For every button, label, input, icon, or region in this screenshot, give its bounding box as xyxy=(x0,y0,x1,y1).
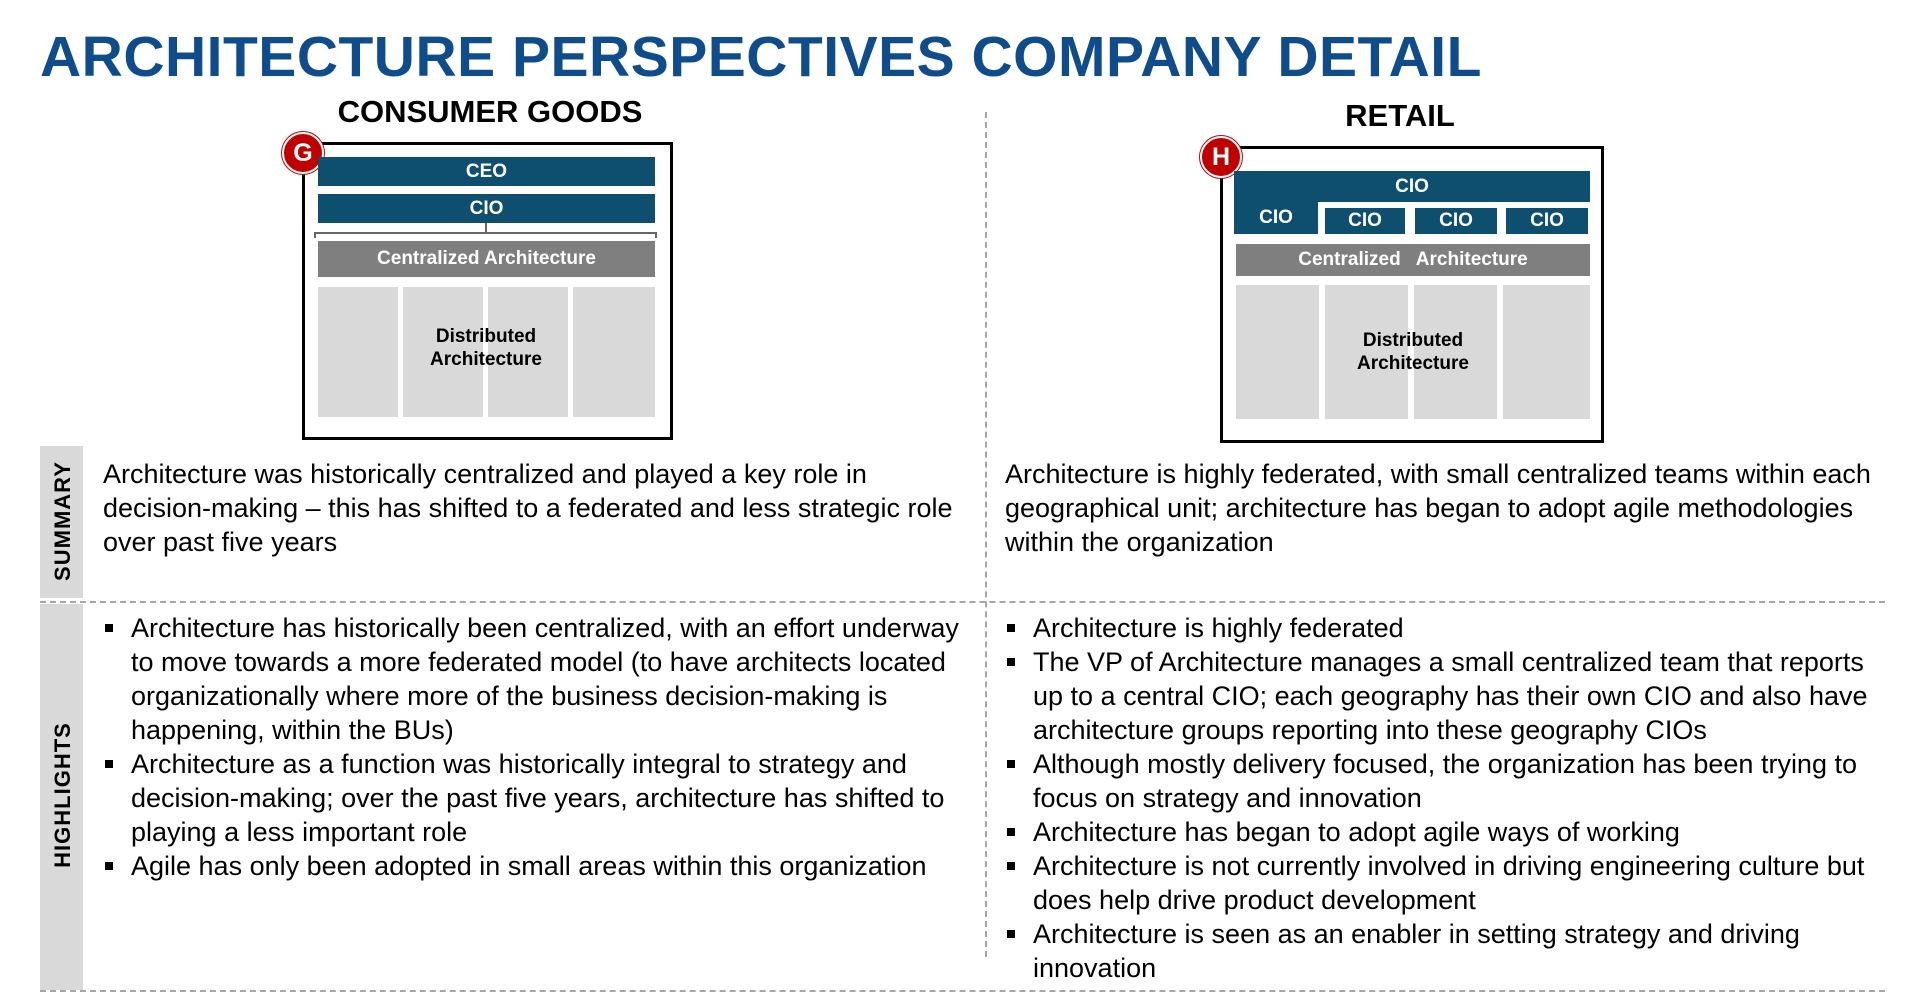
right-highlight-item: Architecture is highly federated xyxy=(1005,611,1895,645)
right-pane-3 xyxy=(1414,285,1497,419)
left-bracket xyxy=(314,232,657,238)
right-cio-sub-1: CIO xyxy=(1234,202,1318,234)
highlights-row-label: HIGHLIGHTS xyxy=(50,722,75,868)
left-highlight-item: Architecture as a function was historica… xyxy=(103,747,973,849)
right-distributed-line2: Architecture xyxy=(1357,353,1469,374)
left-badge: G xyxy=(282,132,324,174)
left-centralized-bar: Centralized Architecture xyxy=(318,241,655,277)
left-pane-1 xyxy=(318,287,398,417)
right-highlights-list: Architecture is highly federated The VP … xyxy=(1005,611,1895,985)
right-pane-2 xyxy=(1325,285,1408,419)
right-cio-sub-4: CIO xyxy=(1504,206,1590,236)
left-column-heading: CONSUMER GOODS xyxy=(337,94,643,129)
left-cio-bar: CIO xyxy=(318,194,655,223)
row-divider xyxy=(40,601,1885,603)
right-cio-top-bar: CIO xyxy=(1234,171,1590,202)
right-highlight-item: Architecture is seen as an enabler in se… xyxy=(1005,917,1895,985)
bottom-divider xyxy=(40,990,1885,992)
right-cio-sub-3: CIO xyxy=(1413,206,1499,236)
left-ceo-bar: CEO xyxy=(318,157,655,186)
left-highlight-item: Agile has only been adopted in small are… xyxy=(103,849,973,883)
highlights-row-sidebar xyxy=(40,604,83,990)
right-column-heading: RETAIL xyxy=(1345,98,1455,133)
right-pane-1 xyxy=(1236,285,1319,419)
right-summary: Architecture is highly federated, with s… xyxy=(1005,459,1871,557)
right-highlight-item: The VP of Architecture manages a small c… xyxy=(1005,645,1895,747)
left-distributed-line2: Architecture xyxy=(430,349,542,370)
right-distributed-line1: Distributed xyxy=(1362,330,1464,351)
summary-row-label: SUMMARY xyxy=(50,461,75,581)
left-pane-3 xyxy=(488,287,568,417)
page-title: ARCHITECTURE PERSPECTIVES COMPANY DETAIL xyxy=(40,25,1482,89)
left-pane-2 xyxy=(403,287,483,417)
left-connector xyxy=(485,223,487,233)
left-distributed-line1: Distributed xyxy=(435,326,537,347)
left-pane-4 xyxy=(573,287,655,417)
summary-row-sidebar xyxy=(40,446,83,598)
column-divider xyxy=(985,112,987,957)
left-highlights-list: Architecture has historically been centr… xyxy=(103,611,973,883)
right-pane-4 xyxy=(1503,285,1590,419)
right-cio-sub-2: CIO xyxy=(1323,206,1407,236)
right-distributed-label: Distributed Architecture xyxy=(1313,329,1513,375)
left-highlight-item: Architecture has historically been centr… xyxy=(103,611,973,747)
right-highlight-item: Architecture is not currently involved i… xyxy=(1005,849,1895,917)
right-highlight-item: Architecture has began to adopt agile wa… xyxy=(1005,815,1895,849)
left-distributed-label: Distributed Architecture xyxy=(386,325,586,371)
right-centralized-bar: Centralized Architecture xyxy=(1236,244,1590,276)
left-summary: Architecture was historically centralize… xyxy=(103,459,953,557)
right-highlight-item: Although mostly delivery focused, the or… xyxy=(1005,747,1895,815)
